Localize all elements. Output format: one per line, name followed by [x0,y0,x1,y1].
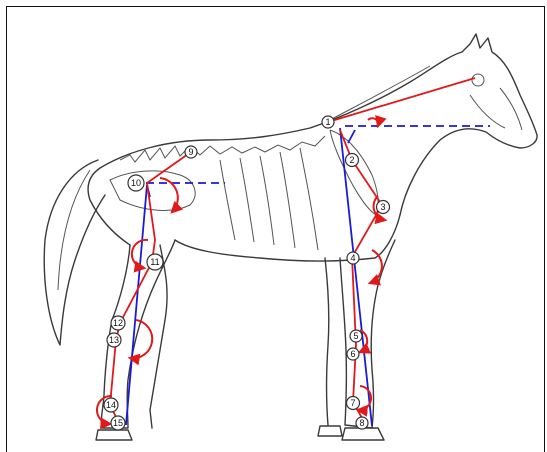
red-segment-lines [110,78,475,425]
joint-13: 13 [107,333,121,347]
joint-number-label: 1 [325,117,330,127]
joint-1: 1 [322,116,334,128]
joint-6: 6 [347,348,359,360]
joint-3: 3 [377,201,390,214]
joint-number-label: 13 [109,335,119,345]
joint-number-label: 10 [131,178,141,188]
joint-number-label: 14 [106,400,116,410]
joint-14: 14 [104,398,118,412]
joint-number-label: 9 [188,147,193,157]
blue-reference-lines [126,126,490,426]
joint-number-label: 4 [350,253,355,263]
joint-number-label: 8 [359,418,364,428]
horse-outline [44,34,537,440]
joint-number-label: 3 [380,202,385,212]
joint-9: 9 [185,146,197,158]
joint-number-label: 12 [113,318,123,328]
joint-8: 8 [356,417,368,429]
joint-number-label: 6 [350,349,355,359]
joint-2: 2 [346,154,359,167]
joint-number-label: 7 [350,398,355,408]
joint-11: 11 [147,254,163,270]
joint-number-label: 11 [150,257,159,267]
joint-number-label: 5 [353,331,358,341]
joint-7: 7 [347,397,360,410]
joint-number-label: 15 [113,418,123,428]
joint-5: 5 [350,330,362,342]
joint-4: 4 [347,252,359,264]
joint-15: 15 [111,416,125,430]
joint-12: 12 [111,316,125,330]
joint-number-label: 2 [349,155,354,165]
joint-10: 10 [128,175,144,191]
